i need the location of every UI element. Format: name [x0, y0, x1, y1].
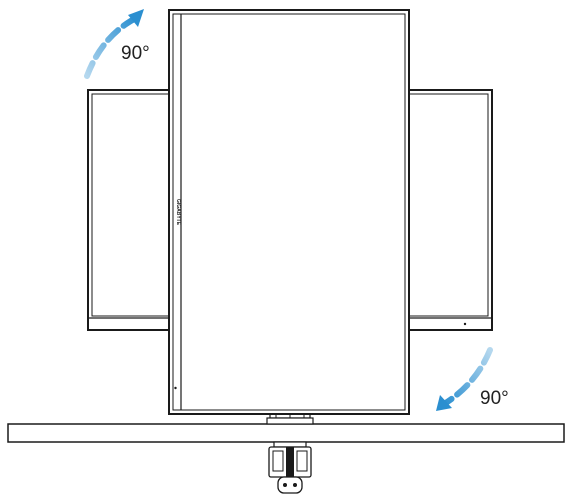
rotate-clockwise-arrow-icon [84, 9, 144, 79]
desk-surface [7, 423, 565, 443]
rotate-clockwise-arrow-icon [436, 347, 493, 411]
desk-clamp [268, 441, 312, 494]
brand-logo: GIGABYTE [175, 199, 181, 226]
rotation-angle-label-top: 90° [121, 43, 150, 64]
portrait-monitor: GIGABYTE [168, 9, 410, 415]
rotation-angle-label-bottom: 90° [480, 388, 509, 409]
